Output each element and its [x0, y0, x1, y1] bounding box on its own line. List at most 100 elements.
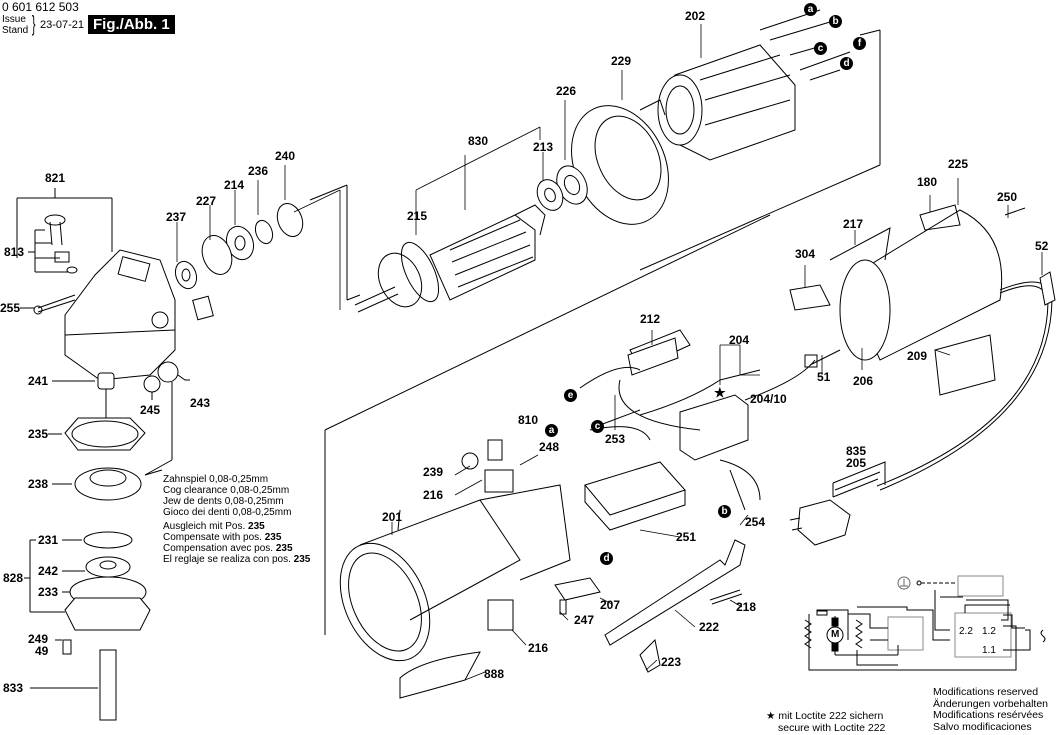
gear-housing-821 — [33, 214, 176, 381]
wire-marker-c-top: c — [814, 42, 827, 55]
wire-marker-b-top: b — [829, 15, 842, 28]
part-label-810: 810 — [518, 413, 539, 427]
part-label-821: 821 — [45, 171, 66, 185]
issue-date: 23-07-21 — [40, 19, 85, 31]
part-label-213: 213 — [533, 140, 554, 154]
part-label-218: 218 — [736, 600, 757, 614]
part-label-204: 204 — [729, 333, 750, 347]
part-label-254: 254 — [745, 515, 766, 529]
part-label-216-bottom: 216 — [528, 641, 549, 655]
part-label-215: 215 — [407, 209, 428, 223]
part-label-236: 236 — [248, 164, 269, 178]
part-label-237: 237 — [166, 210, 187, 224]
assembly-frame-lines — [309, 29, 881, 635]
wire-marker-d-top: d — [840, 57, 853, 70]
part-label-207: 207 — [600, 598, 621, 612]
part-label-242: 242 — [38, 564, 59, 578]
part-label-225: 225 — [948, 157, 969, 171]
part-label-247: 247 — [574, 613, 595, 627]
wire-marker-a-top: a — [804, 3, 817, 16]
motor-housing-201 — [339, 484, 571, 662]
part-label-239: 239 — [423, 465, 444, 479]
wire-marker-e: e — [564, 389, 577, 402]
part-label-222: 222 — [699, 620, 720, 634]
part-label-255: 255 — [0, 301, 21, 315]
wire-marker-b-mid: b — [718, 505, 731, 518]
wire-marker-c-mid: c — [591, 420, 604, 433]
motor-symbol-label: M — [831, 629, 840, 640]
part-label-830: 830 — [468, 134, 489, 148]
part-label-245: 245 — [140, 403, 161, 417]
part-label-249: 249 — [28, 632, 49, 646]
part-label-201: 201 — [382, 510, 403, 524]
part-label-214: 214 — [224, 178, 245, 192]
part-label-209: 209 — [907, 349, 928, 363]
part-label-216-top: 216 — [423, 488, 444, 502]
part-label-51: 51 — [817, 370, 831, 384]
lower-gear-parts — [24, 361, 190, 721]
capacitor-212 — [579, 337, 816, 511]
terminal-1-1: 1.1 — [982, 645, 996, 656]
part-label-253: 253 — [605, 432, 626, 446]
part-label-828: 828 — [3, 571, 24, 585]
part-label-205: 205 — [846, 456, 867, 470]
armature-215 — [354, 204, 546, 313]
part-label-217: 217 — [843, 217, 864, 231]
stator-202 — [657, 9, 851, 161]
note-line-fr: Jew de dents 0,08-0,25mm — [163, 496, 284, 507]
ring-parts — [174, 203, 304, 321]
loctite-note: ★ mit Loctite 222 sichern secure with Lo… — [766, 710, 886, 734]
issue-label-de: Stand — [2, 25, 29, 36]
leader-lines — [176, 24, 1043, 681]
part-number: 0 601 612 503 — [2, 0, 79, 14]
part-label-238: 238 — [28, 477, 49, 491]
part-label-212: 212 — [640, 312, 661, 326]
part-label-202: 202 — [685, 9, 706, 23]
part-label-304: 304 — [795, 247, 816, 261]
brush-holders — [461, 329, 761, 631]
mod-es: Salvo modificaciones — [933, 720, 1032, 733]
housing-shell-225 — [789, 204, 1056, 491]
loctite-en: secure with Loctite 222 — [778, 721, 886, 734]
terminal-1-2: 1.2 — [982, 626, 996, 637]
mod-de: Änderungen vorbehalten — [933, 697, 1049, 710]
loctite-de: mit Loctite 222 sichern — [778, 710, 884, 722]
switch-rod-222 — [604, 539, 746, 673]
note-line-de: Zahnspiel 0,08-0,25mm — [163, 474, 269, 485]
wire-marker-a-mid: a — [545, 424, 558, 437]
part-label-180: 180 — [917, 175, 938, 189]
compensate-fr: Compensation avec pos. 235 — [163, 543, 293, 554]
part-label-227: 227 — [196, 194, 217, 208]
part-label-223: 223 — [661, 655, 682, 669]
note-line-en: Cog clearance 0,08-0,25mm — [163, 485, 290, 496]
brace: } — [31, 11, 36, 36]
part-label-52: 52 — [1035, 239, 1049, 253]
part-label-243: 243 — [190, 396, 211, 410]
part-label-49: 49 — [35, 644, 49, 658]
issue-label-en: Issue — [2, 14, 26, 25]
bracket-821 — [16, 188, 113, 309]
end-shield-229 — [571, 99, 669, 225]
part-label-206: 206 — [853, 374, 874, 388]
bearings-226-213 — [536, 165, 588, 211]
wire-marker-f-top: f — [853, 37, 866, 50]
felt-888 — [399, 651, 481, 699]
figure-label: Fig./Abb. 1 — [88, 15, 175, 34]
wire-marker-d-mid: d — [600, 552, 613, 565]
part-label-241: 241 — [28, 374, 49, 388]
wiring-diagram — [804, 575, 1046, 671]
compensate-en: Compensate with pos. 235 — [163, 532, 282, 543]
part-label-240: 240 — [275, 149, 296, 163]
part-label-251: 251 — [676, 530, 697, 544]
part-label-888: 888 — [484, 667, 505, 681]
mod-en: Modifications reserved — [933, 686, 1039, 698]
compensate-de: Ausgleich mit Pos. 235 — [163, 521, 265, 532]
part-label-231: 231 — [38, 533, 59, 547]
part-label-235: 235 — [28, 427, 49, 441]
loctite-star-icon: ★ — [714, 385, 726, 400]
part-label-248: 248 — [539, 440, 560, 454]
terminal-2-2: 2.2 — [959, 626, 973, 637]
part-label-833: 833 — [3, 681, 24, 695]
compensate-es: El reglaje se realiza con pos. 235 — [163, 554, 311, 565]
